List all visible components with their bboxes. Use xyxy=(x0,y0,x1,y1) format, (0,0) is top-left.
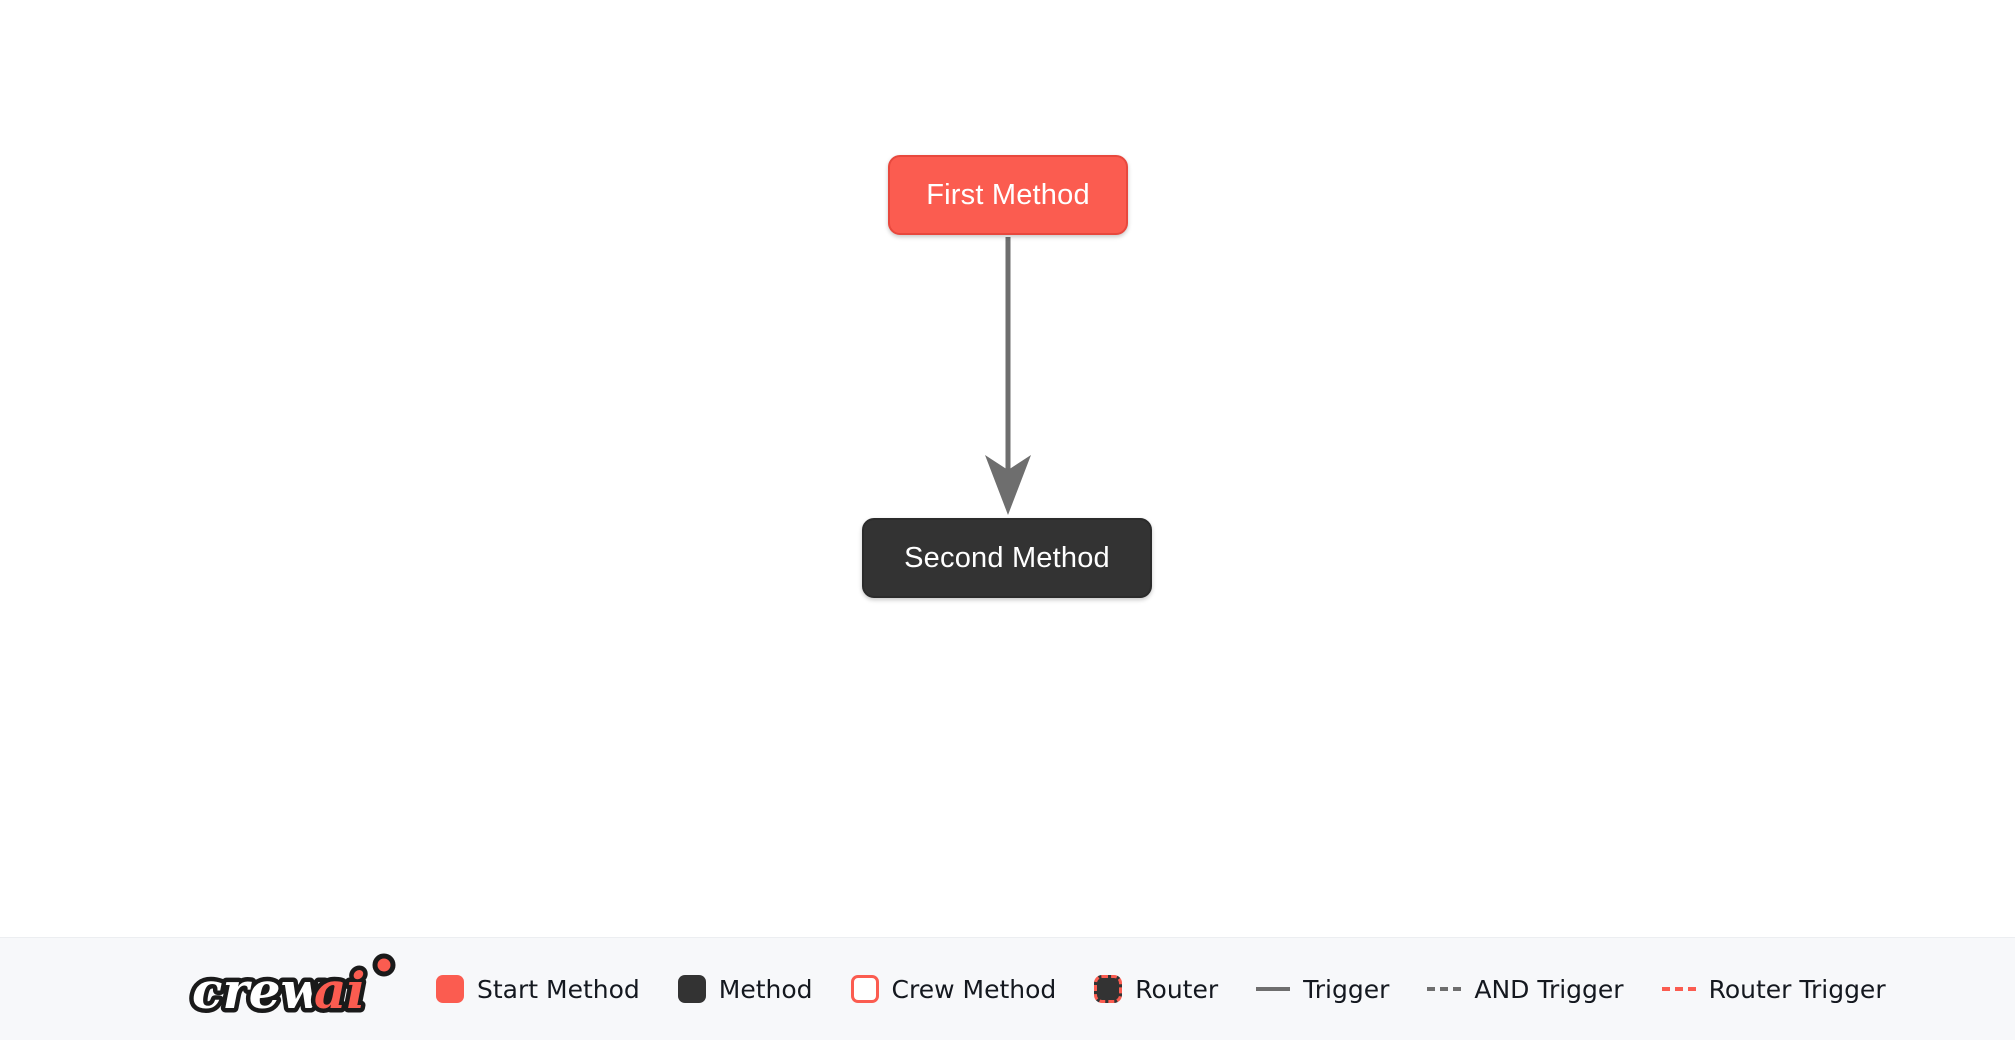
method-swatch-icon xyxy=(677,975,706,1003)
legend-label: Crew Method xyxy=(891,974,1057,1004)
legend-item-trigger: Trigger xyxy=(1256,977,1389,1002)
edge-arrowhead xyxy=(985,455,1031,515)
legend-label: Router xyxy=(1135,974,1219,1004)
flow-node-label: First Method xyxy=(926,178,1090,211)
flow-node-first-method[interactable]: First Method xyxy=(888,155,1128,235)
crew-method-swatch-icon xyxy=(850,975,879,1003)
legend-item-crew-method: Crew Method xyxy=(850,974,1057,1004)
edge-first-to-second xyxy=(985,237,1031,515)
flow-node-label: Second Method xyxy=(904,541,1110,574)
logo-dot-icon xyxy=(372,953,396,977)
legend-label: Method xyxy=(718,974,813,1004)
flow-node-second-method[interactable]: Second Method xyxy=(862,518,1152,598)
flow-canvas[interactable]: First Method Second Method xyxy=(0,0,2015,937)
legend-label: AND Trigger xyxy=(1474,974,1624,1004)
and-trigger-line-icon xyxy=(1427,987,1462,991)
legend-items: Start Method Method Crew Method Router T… xyxy=(436,975,1924,1003)
legend-item-start-method: Start Method xyxy=(436,975,640,1003)
trigger-line-icon xyxy=(1256,987,1291,991)
legend-label: Router Trigger xyxy=(1708,974,1886,1004)
start-method-swatch-icon xyxy=(436,975,464,1003)
legend-item-method: Method xyxy=(677,974,813,1004)
legend-item-and-trigger: AND Trigger xyxy=(1427,974,1624,1004)
crewai-logo: .logo-script { font-family: "DejaVu Seri… xyxy=(188,953,396,1025)
router-trigger-line-icon xyxy=(1661,987,1696,991)
legend-bar: .logo-script { font-family: "DejaVu Seri… xyxy=(0,937,2015,1040)
router-swatch-icon xyxy=(1094,975,1123,1003)
logo-text-crew: crew xyxy=(192,961,326,1020)
edge-layer xyxy=(985,237,1031,515)
legend-item-router-trigger: Router Trigger xyxy=(1661,974,1886,1004)
legend-label: Start Method xyxy=(477,974,640,1004)
legend-label: Trigger xyxy=(1303,974,1390,1004)
logo-text-ai: ai xyxy=(314,961,365,1020)
legend-item-router: Router xyxy=(1094,975,1218,1003)
